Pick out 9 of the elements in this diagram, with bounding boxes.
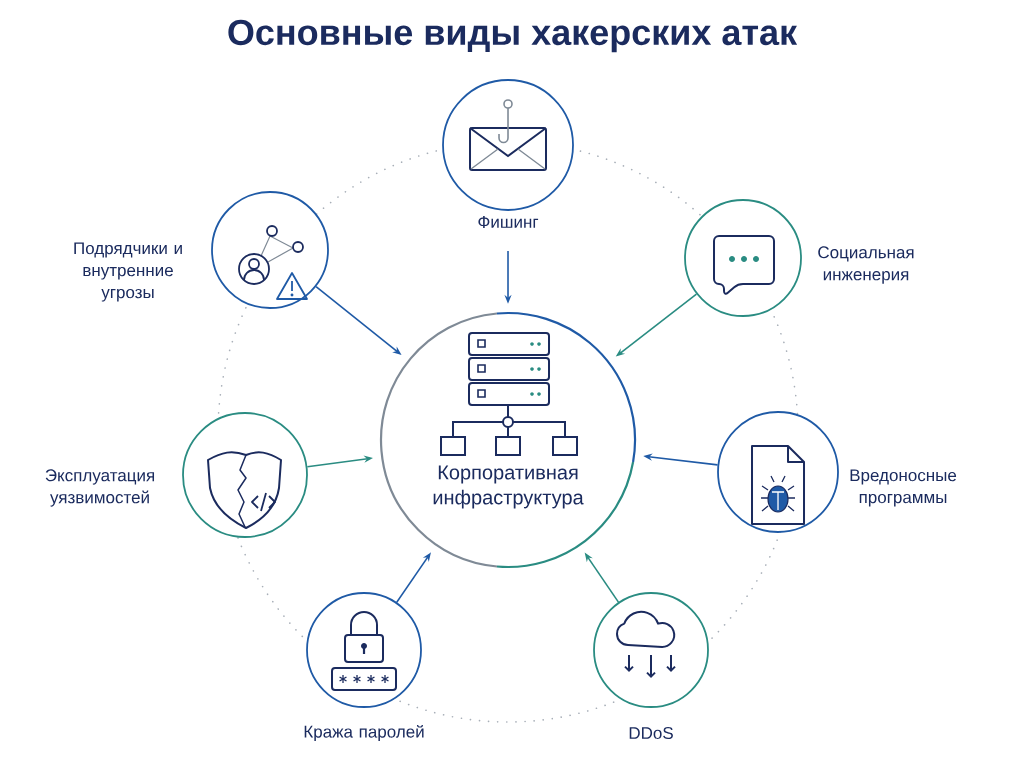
attack-label: Социальная инженерия <box>818 246 914 284</box>
attack-label: Кража паролей <box>304 724 424 742</box>
attack-label: Вредоносные программы <box>850 469 957 507</box>
attack-label: DDoS <box>629 727 673 740</box>
hub-label: Корпоративная инфраструктура <box>433 465 584 509</box>
attack-label: Подрядчики и внутренние угрозы <box>74 242 182 302</box>
title: Основные виды хакерских атак <box>228 19 798 53</box>
attack-label: Эксплуатация уязвимостей <box>45 469 154 507</box>
attack-label: Фишинг <box>478 216 539 228</box>
